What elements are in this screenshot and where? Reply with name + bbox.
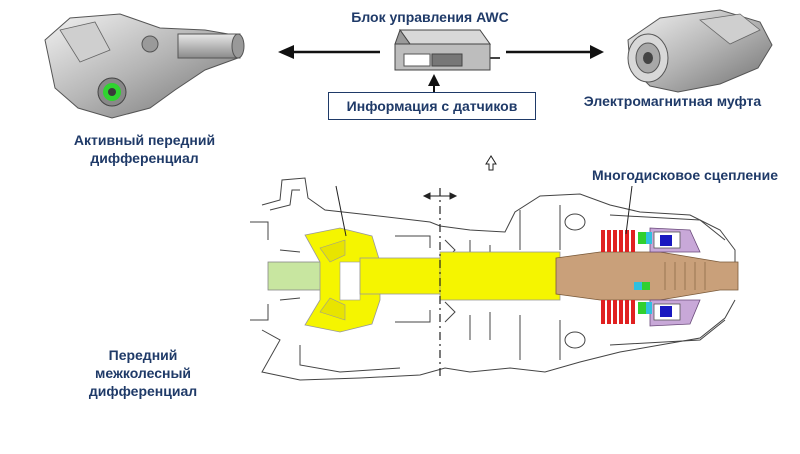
active-front-differential-line1: Активный передний bbox=[73, 132, 216, 148]
section-arrows bbox=[422, 192, 458, 200]
awc-control-unit-label: Блок управления AWC bbox=[351, 9, 509, 25]
leader-line-multidisc bbox=[625, 185, 633, 235]
multi-disc-clutch-label: Многодисковое сцепление bbox=[592, 167, 778, 183]
cyan-ring-top bbox=[646, 232, 652, 244]
active-front-differential-label: Активный передний дифференциал bbox=[52, 131, 237, 167]
yellow-shaft-flange bbox=[439, 251, 561, 301]
sensor-info-box: Информация с датчиков bbox=[328, 92, 536, 120]
sleeve-splines bbox=[664, 262, 706, 290]
arrow-up-icon bbox=[428, 74, 440, 92]
cross-section-drawing bbox=[250, 177, 736, 381]
front-differential-photo bbox=[44, 13, 245, 119]
clutch-discs-top bbox=[601, 230, 635, 252]
sensor-info-label: Информация с датчиков bbox=[346, 98, 518, 114]
differential-gears bbox=[304, 227, 381, 333]
clutch-discs-bottom bbox=[601, 300, 635, 324]
electromagnetic-clutch-label: Электромагнитная муфта bbox=[583, 93, 762, 109]
arrow-right-icon bbox=[506, 45, 604, 59]
electromagnetic-clutch-photo bbox=[627, 9, 773, 93]
front-axle-differential-line1: Передний bbox=[108, 347, 178, 363]
green-ring-bottom bbox=[638, 302, 646, 314]
coil-top bbox=[653, 231, 681, 249]
cyan-ring-bottom bbox=[646, 302, 652, 314]
small-up-arrow-icon bbox=[485, 155, 497, 171]
front-axle-differential-line3: дифференциал bbox=[88, 383, 198, 399]
active-front-differential-line2: дифференциал bbox=[90, 150, 199, 166]
control-unit-box-icon bbox=[394, 28, 500, 71]
green-shaft bbox=[267, 261, 325, 291]
coil-bottom bbox=[653, 303, 681, 321]
front-axle-differential-label: Передний межколесный дифференциал bbox=[68, 346, 218, 400]
leader-line-front-diff bbox=[335, 185, 347, 237]
front-axle-differential-line2: межколесный bbox=[94, 365, 192, 381]
arrow-left-icon bbox=[278, 45, 380, 59]
cyan-ring-mid-top bbox=[634, 282, 642, 290]
output-sleeve bbox=[555, 251, 739, 301]
green-ring-mid bbox=[642, 282, 650, 290]
green-ring-top bbox=[638, 232, 646, 244]
